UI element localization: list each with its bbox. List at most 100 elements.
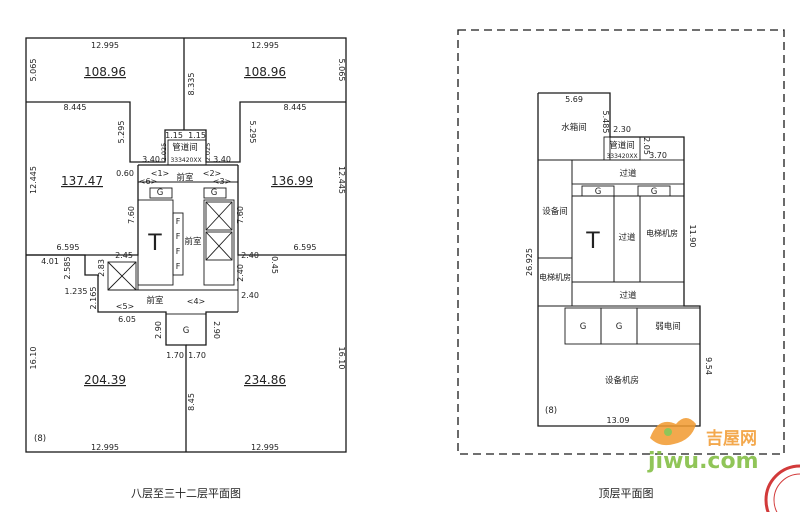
door-mark: <5> — [116, 302, 135, 311]
dim-label: 6.595 — [57, 243, 80, 252]
weak-current-label: 弱电间 — [655, 321, 681, 332]
g-box — [203, 187, 227, 199]
dim-label: 2.45 — [115, 251, 133, 260]
door-mark: <2> — [203, 169, 222, 178]
dim-label: 8.45 — [187, 393, 196, 411]
elevator-machine-room-left — [537, 257, 573, 307]
equipment-label: 设备间 — [542, 206, 568, 217]
watermark-name: 吉屋网 — [706, 429, 757, 449]
elevator-machine-label: 电梯机房 — [646, 228, 678, 238]
water-tank-label: 水箱间 — [561, 122, 587, 133]
elevator-mark: F — [176, 217, 181, 226]
pipe-code-label: 333420XX — [170, 157, 201, 164]
dim-label: 5.69 — [565, 95, 583, 104]
g-mark: G — [157, 188, 164, 198]
wall — [26, 101, 184, 163]
dim-label: 6.05 — [118, 315, 136, 324]
door-mark: <4> — [187, 297, 206, 306]
dim-label: 2.40 — [241, 251, 259, 260]
unit-mark: (8) — [545, 406, 557, 416]
area-mid-right: 136.99 — [271, 174, 313, 188]
front-room-label: 前室 — [146, 295, 164, 306]
pipe-code-label: 333420XX — [606, 153, 637, 160]
left-plan-caption: 八层至三十二层平面图 — [131, 486, 241, 500]
elevator-machine-room — [639, 195, 685, 283]
front-room-label: 前室 — [184, 236, 202, 247]
dim-label: 2.90 — [212, 321, 221, 339]
door-mark: <6> — [139, 177, 158, 186]
right-floor-plan: 水箱间 管道间 333420XX 过道 G G 设备间 T 过道 电梯机房 电梯… — [457, 29, 785, 500]
dim-label: 12.995 — [91, 443, 119, 452]
g-mark: G — [616, 322, 623, 332]
dim-label: 2.025 — [204, 143, 212, 162]
dim-label: 0.60 — [116, 169, 134, 178]
g-box-bottom — [165, 313, 207, 346]
elevator-mark: F — [176, 247, 181, 256]
dim-label: 1.15 — [165, 131, 183, 140]
dim-label: 2.40 — [236, 264, 245, 282]
stair-mark: T — [147, 231, 162, 256]
dim-label: 8.445 — [64, 103, 87, 112]
dim-label: 1.70 — [166, 351, 184, 360]
dim-label: 2.05 — [642, 137, 651, 155]
dim-label: 3.40 — [142, 155, 160, 164]
dim-label: 1.70 — [188, 351, 206, 360]
dim-label: 2.90 — [154, 321, 163, 339]
area-bot-right: 234.86 — [244, 373, 286, 387]
dim-label: 12.995 — [91, 41, 119, 50]
g-mark: G — [595, 187, 602, 197]
unit-mark: (8) — [34, 434, 46, 444]
right-shaft — [203, 199, 235, 286]
dim-label: 12.445 — [337, 166, 346, 194]
dim-label: 1.15 — [188, 131, 206, 140]
dim-label: 11.90 — [688, 225, 697, 248]
g-box — [149, 187, 173, 199]
dim-label: 5.295 — [117, 121, 126, 144]
wall — [186, 311, 238, 346]
red-seal-stamp — [764, 464, 800, 512]
dim-label: 12.995 — [251, 443, 279, 452]
dim-label: 26.925 — [525, 248, 534, 276]
wall — [184, 101, 346, 163]
corridor-label: 过道 — [619, 168, 637, 179]
dim-label: 9.54 — [704, 357, 713, 375]
left-floor-plan: 108.96 108.96 137.47 136.99 204.39 234.8… — [25, 37, 347, 500]
g-mark: G — [211, 188, 218, 198]
g-mark: G — [580, 322, 587, 332]
dim-label: 5.485 — [601, 111, 610, 134]
dim-label: 2.83 — [97, 259, 106, 277]
elevator-mark: F — [176, 262, 181, 271]
weak-current-room — [636, 307, 701, 345]
dim-label: 13.09 — [607, 416, 630, 425]
dim-label: 2.40 — [241, 291, 259, 300]
dim-label: 12.445 — [29, 166, 38, 194]
dim-label: 5.065 — [337, 59, 346, 82]
dim-label: 8.445 — [284, 103, 307, 112]
right-plan-caption: 顶层平面图 — [599, 487, 654, 500]
area-top-right: 108.96 — [244, 65, 286, 79]
elevator-strip — [172, 212, 184, 276]
elevator-mark: F — [176, 232, 181, 241]
logo-dot-icon — [664, 428, 672, 436]
jiwu-watermark: 吉屋网 jiwu.com — [647, 418, 759, 474]
dim-label: 16.10 — [29, 347, 38, 370]
equipment-machine-label: 设备机房 — [605, 375, 639, 386]
roof-boundary-dashed — [457, 29, 785, 455]
watermark-domain: jiwu.com — [647, 449, 759, 474]
dim-label: 7.60 — [127, 206, 136, 224]
elevator-machine-label: 电梯机房 — [539, 272, 571, 282]
dim-label: 3.40 — [213, 155, 231, 164]
dim-label: 5.065 — [29, 59, 38, 82]
dim-label: 2.025 — [160, 143, 168, 162]
area-bot-left: 204.39 — [84, 373, 126, 387]
dim-label: 2.30 — [613, 125, 631, 134]
g-mark: G — [651, 187, 658, 197]
dim-label: 5.295 — [248, 121, 257, 144]
dim-label: 2.585 — [63, 257, 72, 280]
bird-logo-icon — [650, 418, 696, 446]
dim-label: 16.10 — [337, 347, 346, 370]
dim-label: 1.235 — [65, 287, 88, 296]
dim-label: 0.45 — [270, 256, 279, 274]
dim-label: 8.335 — [187, 73, 196, 96]
